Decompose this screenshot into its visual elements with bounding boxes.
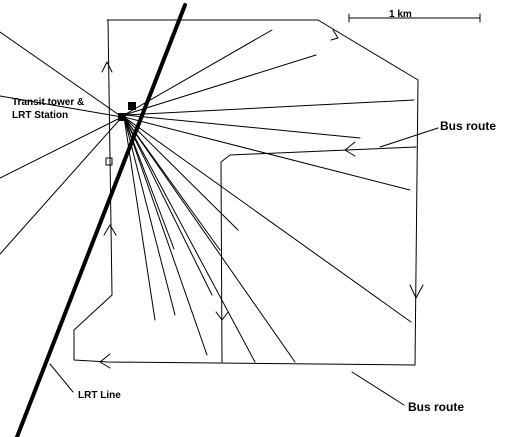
- lrt-station-marker: [118, 113, 126, 121]
- arrow-bottom: [99, 353, 111, 369]
- transit-tower-label: Transit tower & LRT Station: [12, 96, 84, 122]
- arrow-inner-left: [215, 311, 229, 321]
- bus-route-inner: [220, 146, 417, 363]
- radial-lines: [0, 29, 415, 363]
- bus-route-label-bottom: Bus route: [408, 400, 465, 414]
- transit-tower-marker: [128, 102, 136, 110]
- scale-bar: [348, 13, 481, 23]
- arrow-right-side: [409, 284, 424, 299]
- lrt-line: [15, 3, 187, 437]
- arrow-left-upper: [101, 61, 113, 73]
- transit-tower-label-line2: LRT Station: [12, 110, 69, 121]
- scale-label: 1 km: [389, 9, 412, 20]
- arrow-left-lower: [103, 224, 117, 236]
- route-marker: [105, 157, 113, 166]
- transit-tower-label-line1: Transit tower &: [12, 97, 85, 108]
- arrow-top-right: [330, 29, 339, 41]
- arrow-inner-top: [344, 141, 356, 157]
- lrt-line-label: LRT Line: [78, 390, 121, 401]
- pointer-bus-route-bottom: [351, 371, 405, 406]
- bus-route-outer: [73, 19, 419, 366]
- pointer-lrt-line: [49, 363, 74, 393]
- bus-route-label-top: Bus route: [440, 119, 497, 133]
- pointer-bus-route-top: [379, 127, 439, 148]
